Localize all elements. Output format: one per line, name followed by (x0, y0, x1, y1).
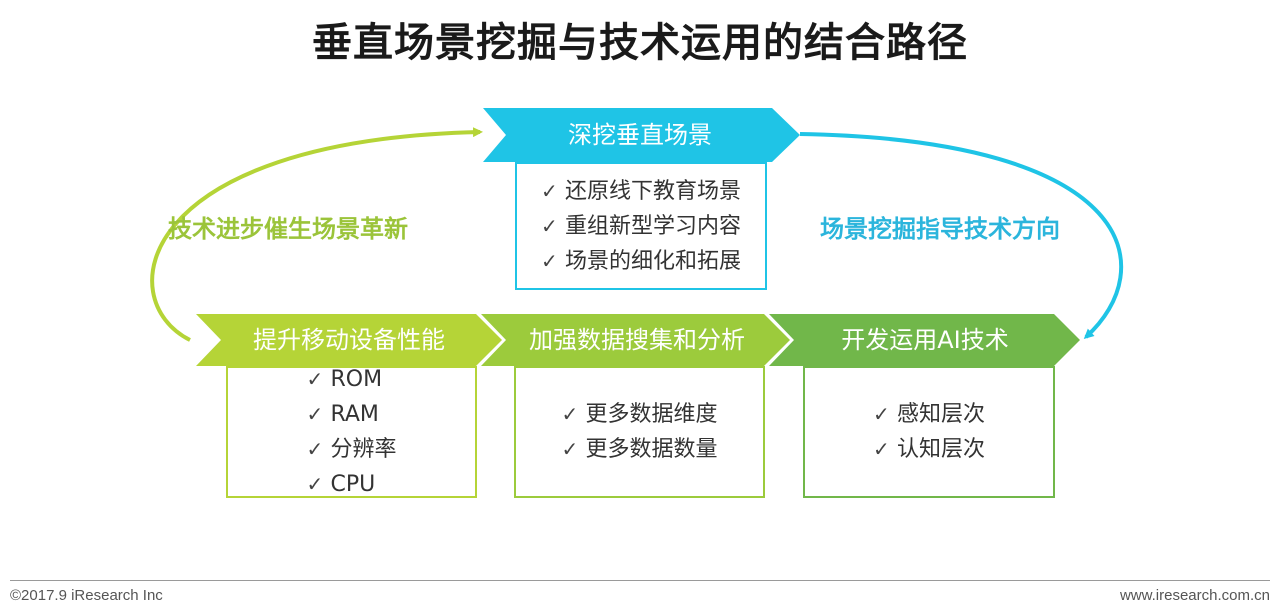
step-1-list: ✓ROM ✓RAM ✓分辨率 ✓CPU (306, 362, 396, 502)
top-banner-shape (483, 108, 800, 162)
right-cycle-arrow (799, 132, 1124, 340)
list-item: ✓分辨率 (306, 432, 396, 467)
page-title: 垂直场景挖掘与技术运用的结合路径 (312, 20, 968, 66)
list-item: ✓认知层次 (873, 432, 985, 467)
step-1-banner-shape (196, 314, 502, 366)
list-item: ✓更多数据数量 (561, 432, 717, 467)
right-arc-label: 场景挖掘指导技术方向 (820, 215, 1060, 243)
check-icon: ✓ (306, 472, 324, 496)
left-cycle-arrow (150, 127, 483, 342)
list-item: ✓场景的细化和拓展 (541, 244, 741, 279)
check-icon: ✓ (306, 367, 324, 391)
list-item-text: 更多数据维度 (585, 402, 718, 427)
list-item: ✓还原线下教育场景 (541, 174, 741, 209)
check-icon: ✓ (306, 437, 324, 461)
footer-divider (10, 580, 1270, 581)
list-item-text: 感知层次 (896, 402, 985, 427)
step-2-list: ✓更多数据维度 ✓更多数据数量 (561, 397, 717, 467)
step-2-banner-shape (481, 314, 790, 366)
list-item-text: 重组新型学习内容 (564, 213, 741, 239)
step-2-box: ✓更多数据维度 ✓更多数据数量 (514, 366, 765, 498)
step-3-banner-shape (769, 314, 1080, 366)
list-item-text: 更多数据数量 (585, 437, 718, 462)
list-item: ✓ROM (306, 362, 396, 397)
list-item-text: 分辨率 (330, 437, 397, 462)
step-1-banner-label: 提升移动设备性能 (253, 326, 445, 354)
list-item-text: ROM (330, 367, 383, 392)
list-item: ✓RAM (306, 397, 396, 432)
check-icon: ✓ (306, 402, 324, 426)
step-3-box: ✓感知层次 ✓认知层次 (803, 366, 1055, 498)
check-icon: ✓ (872, 402, 890, 426)
check-icon: ✓ (561, 402, 579, 426)
footer-copyright: ©2017.9 iResearch Inc (10, 587, 163, 604)
list-item-text: 认知层次 (896, 437, 985, 462)
list-item-text: CPU (330, 472, 376, 497)
check-icon: ✓ (872, 437, 890, 461)
list-item-text: RAM (330, 402, 379, 427)
list-item-text: 场景的细化和拓展 (564, 248, 741, 274)
check-icon: ✓ (561, 437, 579, 461)
check-icon: ✓ (540, 213, 558, 238)
list-item: ✓感知层次 (873, 397, 985, 432)
check-icon: ✓ (540, 248, 558, 273)
list-item: ✓更多数据维度 (561, 397, 717, 432)
step-3-list: ✓感知层次 ✓认知层次 (873, 397, 985, 467)
top-box: ✓还原线下教育场景 ✓重组新型学习内容 ✓场景的细化和拓展 (515, 162, 767, 290)
footer-website: www.iresearch.com.cn (1119, 587, 1270, 604)
step-1-box: ✓ROM ✓RAM ✓分辨率 ✓CPU (226, 366, 477, 498)
list-item: ✓CPU (306, 467, 396, 502)
top-list: ✓还原线下教育场景 ✓重组新型学习内容 ✓场景的细化和拓展 (541, 174, 741, 279)
step-3-banner-label: 开发运用AI技术 (841, 326, 1009, 354)
left-arc-label: 技术进步催生场景革新 (168, 215, 408, 243)
top-banner-label: 深挖垂直场景 (568, 121, 712, 149)
list-item: ✓重组新型学习内容 (541, 209, 741, 244)
list-item-text: 还原线下教育场景 (564, 178, 741, 204)
step-2-banner-label: 加强数据搜集和分析 (529, 326, 745, 354)
check-icon: ✓ (540, 178, 558, 203)
